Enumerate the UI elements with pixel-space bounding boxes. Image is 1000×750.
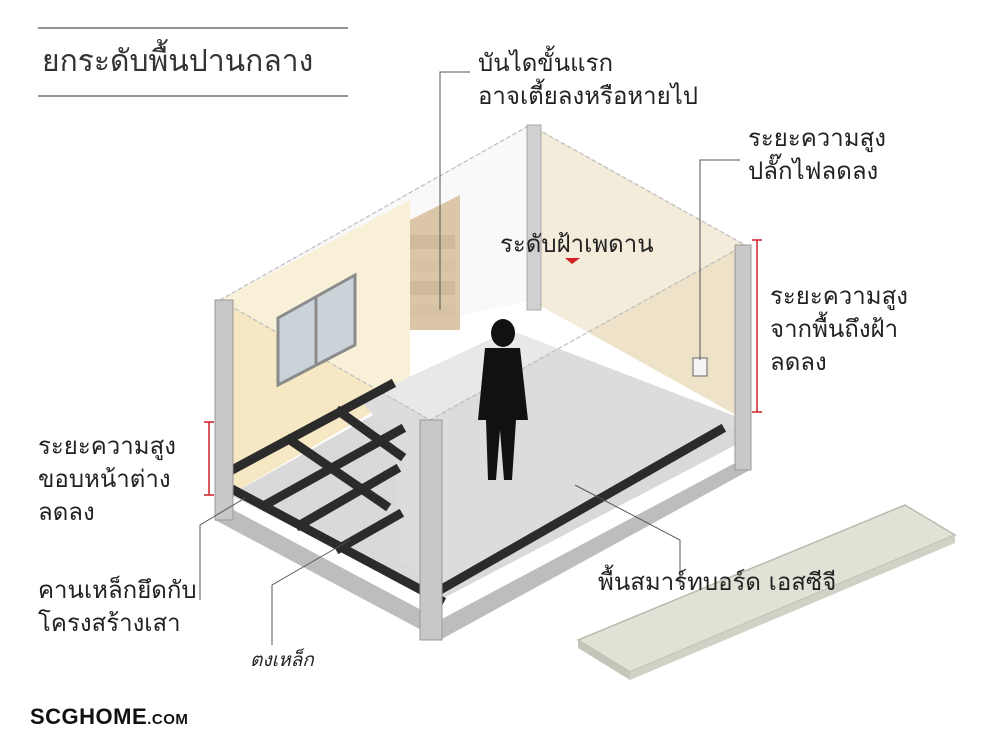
- plug-icon: [692, 357, 708, 377]
- label-floor-to-ceiling: ระยะความสูง จากพื้นถึงฝ้า ลดลง: [770, 280, 908, 379]
- page-title: ยกระดับพื้นปานกลาง: [42, 44, 314, 79]
- label-steel-beam-line2: โครงสร้างเสา: [38, 609, 181, 637]
- right-wall: [530, 125, 745, 420]
- column-left: [214, 299, 234, 521]
- raised-floor-surface: [360, 330, 745, 590]
- label-first-step: บันไดขั้นแรก อาจเตี้ยลงหรือหายไป: [478, 47, 698, 113]
- label-plug-height-line2: ปลั๊กไฟลดลง: [748, 157, 879, 185]
- brand-main: SCGHOME: [30, 704, 148, 729]
- window: [276, 272, 357, 388]
- label-smartboard: พื้นสมาร์ทบอร์ด เอสซีจี: [598, 568, 837, 596]
- smartboard-panel: [576, 504, 957, 680]
- label-window-sill-line2: ขอบหน้าต่าง: [38, 465, 171, 493]
- brand-logo: SCGHOME.COM: [30, 704, 188, 730]
- label-floor-to-ceiling-line1: ระยะความสูง: [770, 282, 908, 310]
- person-silhouette: [478, 319, 528, 480]
- column-right: [734, 244, 752, 471]
- label-first-step-line2: อาจเตี้ยลงหรือหายไป: [478, 82, 699, 110]
- label-ceiling-level: ระดับฝ้าเพดาน: [500, 230, 654, 258]
- label-plug-height-line1: ระยะความสูง: [748, 124, 886, 152]
- label-window-sill-line1: ระยะความสูง: [38, 432, 176, 460]
- label-floor-to-ceiling-line2: จากพื้นถึงฝ้า: [770, 315, 899, 343]
- column-front: [419, 419, 443, 641]
- brand-suffix: .COM: [147, 711, 189, 728]
- concrete-base: [215, 455, 750, 640]
- label-steel-beam-line1: คานเหล็กยึดกับ: [38, 576, 197, 604]
- steel-grid: [223, 378, 727, 607]
- label-plug-height: ระยะความสูง ปลั๊กไฟลดลง: [748, 122, 886, 188]
- column-back: [526, 124, 542, 311]
- label-steel-grid: ตงเหล็ก: [250, 649, 314, 671]
- staircase: [410, 195, 460, 330]
- ceiling-marker-icon: [565, 258, 580, 264]
- label-steel-beam: คานเหล็กยึดกับ โครงสร้างเสา: [38, 574, 197, 640]
- label-first-step-line1: บันไดขั้นแรก: [478, 49, 613, 77]
- label-window-sill-line3: ลดลง: [38, 498, 95, 526]
- label-window-sill: ระยะความสูง ขอบหน้าต่าง ลดลง: [38, 430, 176, 529]
- label-floor-to-ceiling-line3: ลดลง: [770, 348, 827, 376]
